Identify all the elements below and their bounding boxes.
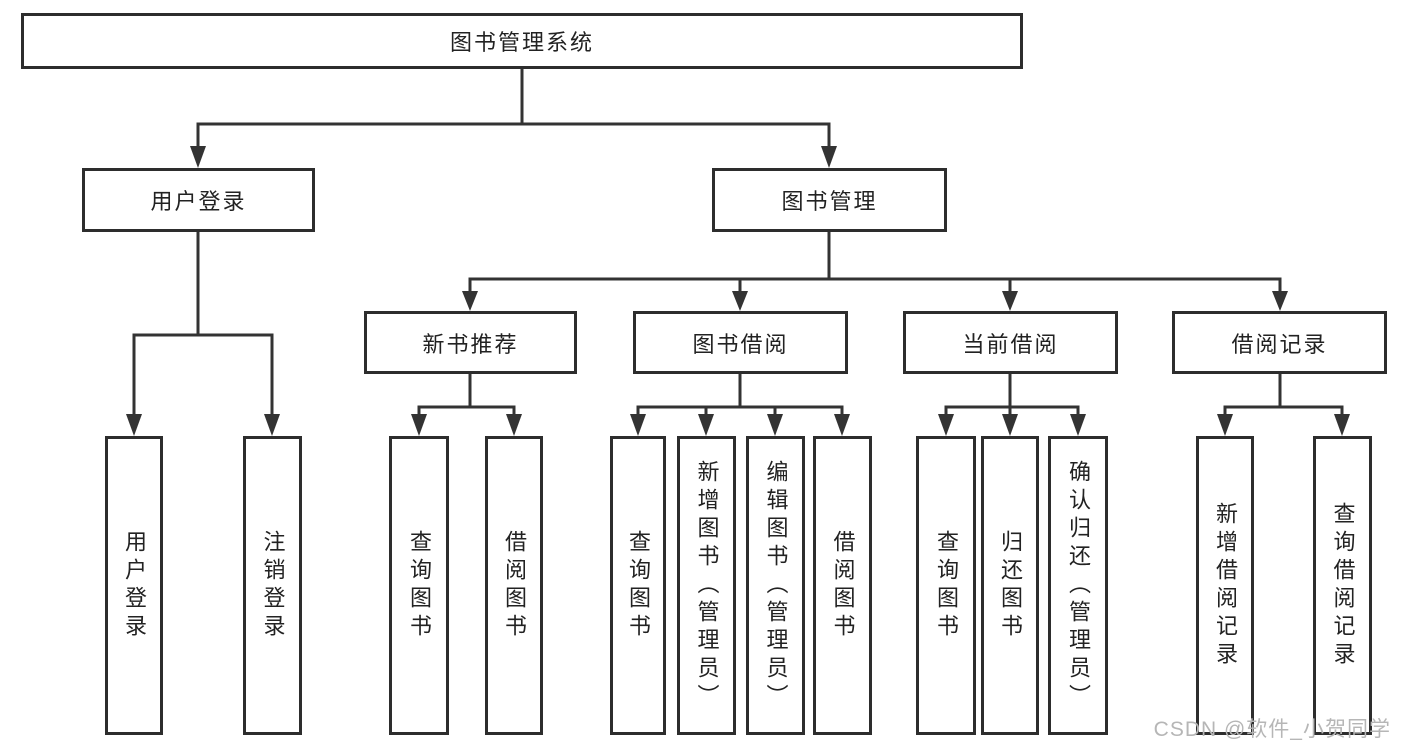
node-user-login: 用户登录 — [82, 168, 315, 232]
node-leaf-logout: 注销登录 — [243, 436, 302, 735]
node-label: 新书推荐 — [422, 331, 519, 357]
node-leaf-query-books: 查询图书 — [610, 436, 666, 735]
node-label: 新增图书（管理员） — [694, 459, 720, 712]
node-label: 查询图书 — [934, 529, 959, 642]
node-label: 图书管理 — [781, 189, 878, 214]
node-leaf-return-books: 归还图书 — [981, 436, 1039, 735]
node-leaf-query-books: 查询图书 — [916, 436, 976, 735]
node-current-borrowing: 当前借阅 — [903, 311, 1118, 374]
node-leaf-query-books: 查询图书 — [389, 436, 449, 735]
csdn-watermark: CSDN @软件_小贺同学 — [1153, 718, 1391, 741]
node-leaf-query-borrow-record: 查询借阅记录 — [1313, 436, 1372, 735]
node-label: 归还图书 — [998, 529, 1023, 642]
node-label: 查询图书 — [407, 529, 432, 642]
node-book-borrowing: 图书借阅 — [633, 311, 848, 374]
node-label: 用户登录 — [122, 529, 147, 642]
node-book-management: 图书管理 — [712, 168, 947, 232]
node-leaf-add-books-admin: 新增图书（管理员） — [677, 436, 736, 735]
node-label: 借阅图书 — [830, 529, 856, 642]
node-library-management-system: 图书管理系统 — [21, 13, 1023, 69]
node-leaf-edit-books-admin: 编辑图书（管理员） — [746, 436, 805, 735]
node-label: 新增借阅记录 — [1213, 501, 1238, 670]
node-borrowing-records: 借阅记录 — [1172, 311, 1387, 374]
node-label: 借阅图书 — [502, 529, 527, 642]
node-leaf-user-login: 用户登录 — [105, 436, 163, 735]
node-leaf-add-borrow-record: 新增借阅记录 — [1196, 436, 1254, 735]
node-label: 确认归还（管理员） — [1066, 459, 1091, 712]
node-label: 注销登录 — [260, 529, 286, 642]
node-label: 图书借阅 — [692, 331, 789, 357]
node-label: 用户登录 — [150, 189, 247, 214]
node-label: 查询借阅记录 — [1330, 501, 1356, 670]
node-leaf-borrow-books: 借阅图书 — [485, 436, 543, 735]
node-label: 借阅记录 — [1231, 331, 1328, 357]
node-leaf-borrow-books: 借阅图书 — [813, 436, 872, 735]
node-leaf-confirm-return-admin: 确认归还（管理员） — [1048, 436, 1108, 735]
node-label: 当前借阅 — [962, 331, 1059, 357]
node-label: 查询图书 — [626, 529, 651, 642]
node-label: 编辑图书（管理员） — [763, 459, 789, 712]
node-label: 图书管理系统 — [449, 30, 594, 55]
node-new-book-recommendation: 新书推荐 — [364, 311, 577, 374]
